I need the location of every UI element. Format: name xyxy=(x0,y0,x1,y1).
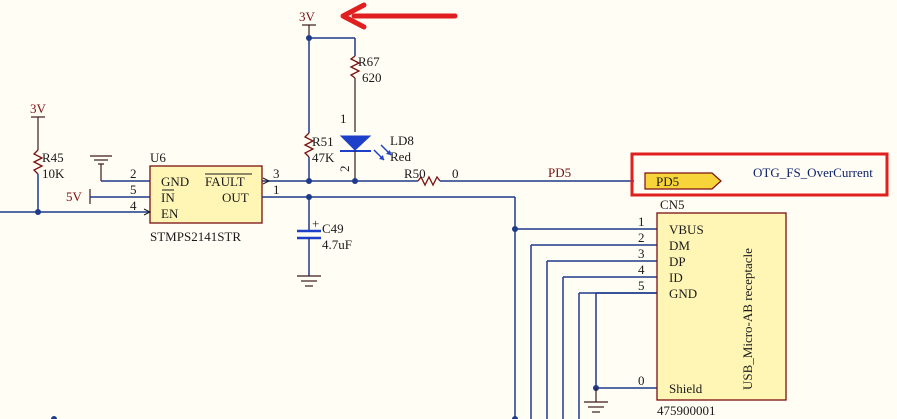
power-5v-label: 5V xyxy=(66,189,83,204)
r45-ref: R45 xyxy=(42,150,64,165)
connector-cn5: CN5 1 VBUS 2 DM 3 DP 4 ID 5 GND 0 Shield… xyxy=(638,197,787,418)
cn5-pin-gnd: GND xyxy=(669,286,697,301)
cn5-pin-num-2: 2 xyxy=(638,230,645,245)
u6-pin-gnd: GND xyxy=(161,174,189,189)
ground-u6 xyxy=(90,155,150,182)
r51-ref: R51 xyxy=(312,134,334,149)
power-3v-label-top: 3V xyxy=(299,9,316,24)
u6-part-number: STMPS2141STR xyxy=(150,229,241,244)
ld8-ref: LD8 xyxy=(390,133,414,148)
cn5-description: USB_Micro-AB receptacle xyxy=(740,248,755,390)
cn5-pin-shield: Shield xyxy=(669,381,703,396)
resistor-r51: R51 47K xyxy=(303,38,335,181)
r51-value: 47K xyxy=(312,150,335,165)
junction-en xyxy=(35,209,41,215)
u6-ref: U6 xyxy=(150,150,166,165)
ic-u6: U6 2 5 4 GND IN EN FAULT OUT 3 1 STMPS21… xyxy=(130,150,280,244)
r50-ref: R50 xyxy=(404,166,426,181)
resistor-r45: R45 10K xyxy=(32,149,65,212)
u6-pin-fault: FAULT xyxy=(205,174,245,189)
usb-wires xyxy=(515,228,657,419)
r50-value: 0 xyxy=(452,166,459,181)
highlight-box xyxy=(630,152,889,197)
u6-pin-in: IN xyxy=(161,190,175,205)
r45-value: 10K xyxy=(42,166,65,181)
power-5v: 5V xyxy=(66,189,150,204)
power-3v-top: 3V xyxy=(299,9,316,38)
r67-ref: R67 xyxy=(358,54,380,69)
cn5-pin-dp: DP xyxy=(669,254,686,269)
cn5-pin-num-3: 3 xyxy=(638,246,645,261)
u6-pin-out: OUT xyxy=(222,190,249,205)
junction-bottom-left xyxy=(51,416,57,419)
c49-ref: C49 xyxy=(322,221,344,236)
red-arrow-annotation xyxy=(340,2,458,30)
c49-plus: + xyxy=(312,216,319,231)
u6-pin-num-3: 3 xyxy=(273,166,280,181)
net-label-pd5: PD5 xyxy=(548,165,571,180)
junction-fault-r51 xyxy=(306,178,312,184)
port-pd5: PD5 xyxy=(644,172,722,190)
cn5-pin-num-0: 0 xyxy=(638,373,645,388)
capacitor-c49: + C49 4.7uF xyxy=(297,197,352,287)
led-ld8: 1 2 LD8 Red xyxy=(337,111,414,181)
ld8-pin2: 2 xyxy=(337,166,352,173)
power-3v-left: 3V xyxy=(30,101,47,150)
u6-pin-num-4: 4 xyxy=(130,198,137,213)
cn5-pin-num-4: 4 xyxy=(638,262,645,277)
u6-pin-num-5: 5 xyxy=(130,182,137,197)
resistor-r50: R50 0 xyxy=(404,166,634,187)
cn5-pin-num-1: 1 xyxy=(638,214,645,229)
cn5-pin-dm: DM xyxy=(669,238,690,253)
resistor-r67: R67 620 xyxy=(349,38,382,132)
power-3v-label-left: 3V xyxy=(30,101,47,116)
ld8-value: Red xyxy=(390,149,411,164)
cn5-pin-vbus: VBUS xyxy=(669,222,704,237)
u6-pin-en: EN xyxy=(161,206,179,221)
ld8-pin1: 1 xyxy=(340,111,347,126)
r67-value: 620 xyxy=(362,70,382,85)
cn5-pin-id: ID xyxy=(669,270,683,285)
cn5-ref: CN5 xyxy=(660,197,685,212)
u6-pin-num-2: 2 xyxy=(130,166,137,181)
cn5-pin-num-5: 5 xyxy=(638,278,645,293)
junction-bottom xyxy=(512,416,518,419)
port-pd5-label: PD5 xyxy=(656,174,679,189)
cn5-part-number: 475900001 xyxy=(657,403,716,418)
u6-pin-num-1: 1 xyxy=(273,182,280,197)
junction-fault-led xyxy=(352,178,358,184)
c49-value: 4.7uF xyxy=(322,237,352,252)
otg-fs-overcurrent-label: OTG_FS_OverCurrent xyxy=(753,165,873,180)
